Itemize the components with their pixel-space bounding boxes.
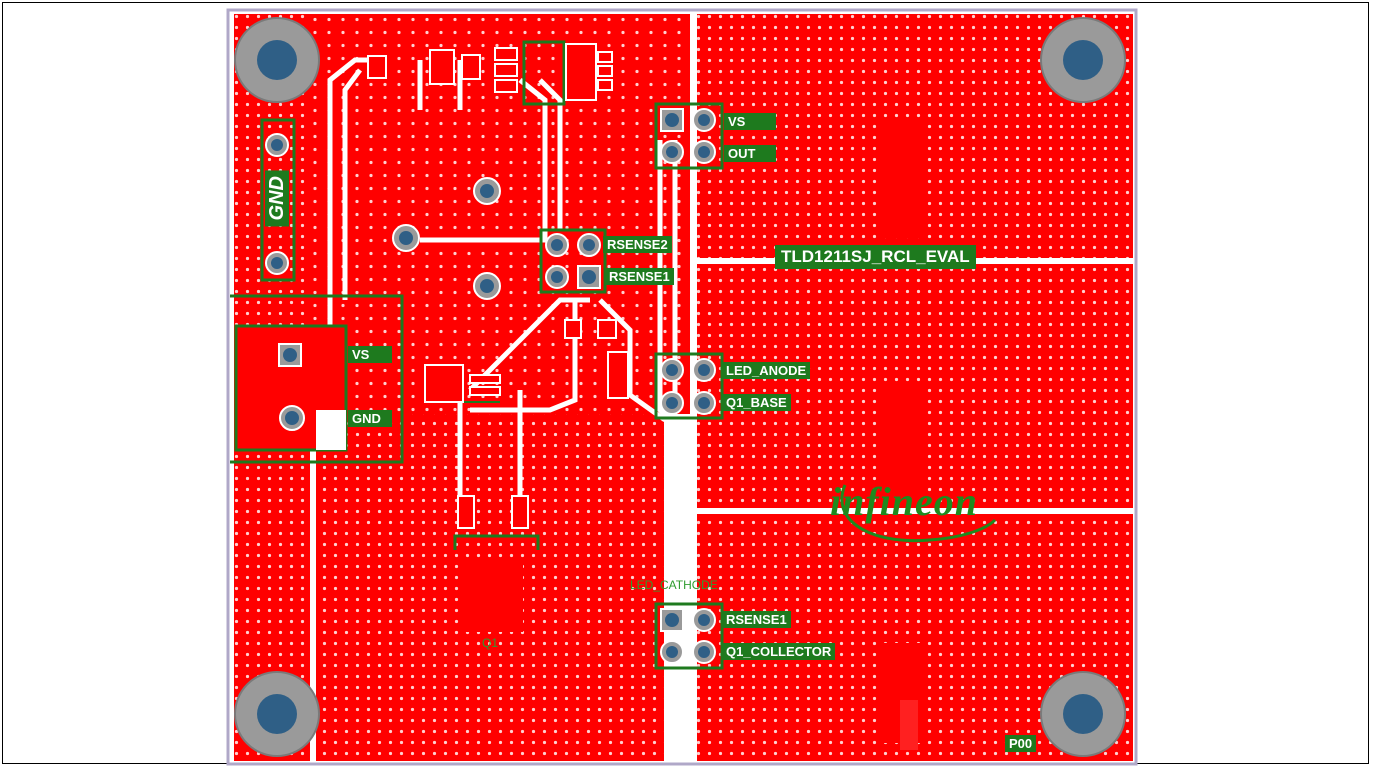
gnd-vertical-label: GND: [265, 170, 289, 227]
rsense2-label: RSENSE2: [603, 236, 672, 253]
copper-fill-1: [881, 120, 927, 238]
input-gnd-label: GND: [348, 410, 392, 427]
input-white-zone: [316, 410, 346, 450]
infineon-logo: infineon: [830, 479, 979, 524]
rsense1-label: RSENSE1: [605, 268, 674, 285]
led-anode-label: LED_ANODE: [722, 362, 811, 379]
copper-fill-2: [881, 388, 927, 503]
bottom-rsense1-label: RSENSE1: [722, 611, 791, 628]
mounting-holes: [234, 17, 1126, 757]
input-vs-label: VS: [348, 346, 392, 363]
board-name-label: TLD1211SJ_RCL_EVAL: [775, 245, 976, 269]
q1-silk-label: Q1: [482, 636, 499, 650]
top-header-outline: [654, 102, 724, 170]
u1-outline: [522, 40, 566, 106]
top-header-vs-label: VS: [724, 113, 776, 130]
logo-swoosh: [840, 484, 997, 543]
left-gap: [310, 414, 316, 761]
input-connector-silk: [230, 294, 404, 464]
q1-silk: [453, 534, 540, 550]
center-gap: [664, 414, 697, 761]
gnd-header-outline: [260, 118, 296, 282]
bottom-header-outline: [654, 602, 724, 670]
smd-pads: [367, 43, 629, 529]
q1-pad: [463, 560, 523, 632]
q1-collector-label: Q1_COLLECTOR: [722, 643, 836, 660]
led-cathode-silk: LED_CATHODE: [630, 578, 718, 592]
through-hole-pads: [265, 108, 716, 664]
q1-base-label: Q1_BASE: [722, 394, 791, 411]
revision-label: P00: [1005, 735, 1037, 752]
copper-fill-4: [900, 700, 918, 750]
top-header-out-label: OUT: [724, 145, 776, 162]
rsense-header-outline: [539, 228, 607, 294]
led-header-outline: [654, 352, 724, 420]
